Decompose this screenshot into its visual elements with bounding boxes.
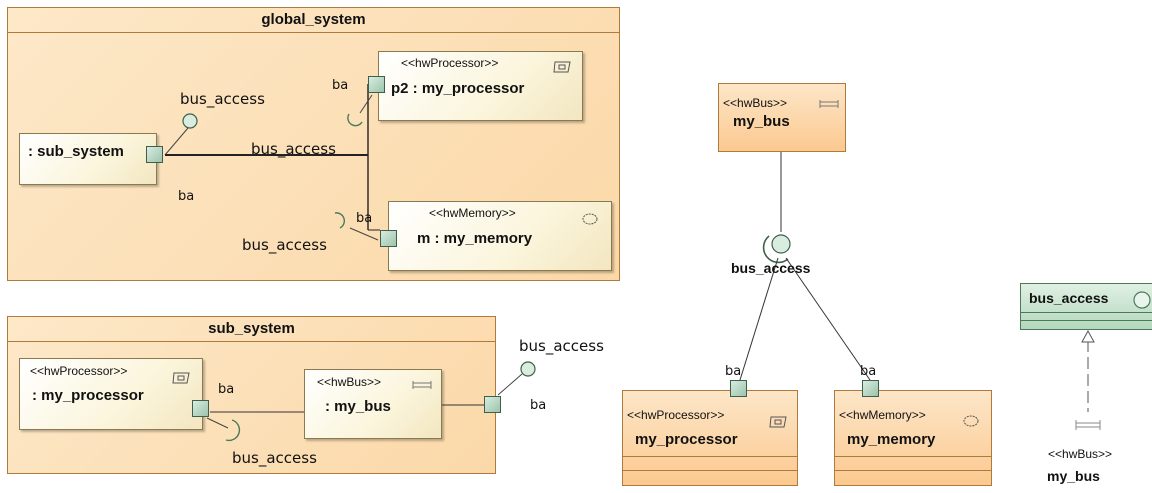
interface-name: bus_access	[1029, 290, 1109, 306]
memory-icon	[582, 213, 598, 225]
port-sub-processor-ba[interactable]	[192, 400, 209, 417]
label-bus-access: bus_access	[519, 337, 604, 355]
processor-part-name: p2 : my_processor	[391, 80, 525, 97]
compartment-divider	[623, 456, 797, 457]
port-sub-system-outer-ba[interactable]	[484, 396, 501, 413]
compartment-divider	[1021, 312, 1152, 313]
label-bus-access: bus_access	[232, 449, 317, 467]
processor-class-name: my_processor	[635, 431, 738, 448]
label-bus-access: bus_access	[180, 90, 265, 108]
realization-bus-stereotype: <<hwBus>>	[1048, 447, 1113, 461]
label-bus-access: bus_access	[242, 236, 327, 254]
memory-class-stereotype: <<hwMemory>>	[839, 408, 926, 422]
sub-system-part-name: : sub_system	[28, 143, 124, 160]
interface-label: bus_access	[731, 260, 811, 276]
label-ba: ba	[218, 382, 235, 397]
processor-icon	[172, 372, 190, 384]
label-ba: ba	[332, 78, 349, 93]
processor-icon	[769, 416, 787, 428]
port-memory-ba[interactable]	[380, 230, 397, 247]
processor-class[interactable]: <<hwProcessor>> my_processor	[622, 390, 798, 486]
bus-class-stereotype: <<hwBus>>	[723, 96, 788, 110]
bus-icon	[1075, 420, 1101, 430]
processor-icon	[553, 61, 571, 73]
sub-processor-name: : my_processor	[32, 387, 144, 404]
memory-stereotype: <<hwMemory>>	[429, 206, 516, 220]
sub-bus-stereotype: <<hwBus>>	[317, 375, 382, 389]
port-processor-class-ba[interactable]	[730, 380, 747, 397]
label-bus-access-connector: bus_access	[251, 140, 336, 158]
bus-class-name: my_bus	[733, 113, 790, 130]
memory-part-name: m : my_memory	[417, 230, 533, 247]
sub-system-title: sub_system	[8, 317, 495, 342]
label-ba: ba	[530, 398, 547, 413]
realization-bus-name: my_bus	[1047, 468, 1100, 484]
sub-processor-stereotype: <<hwProcessor>>	[30, 364, 128, 378]
port-p2-ba[interactable]	[368, 76, 385, 93]
sub-bus-part[interactable]: <<hwBus>> : my_bus	[304, 369, 442, 439]
processor-stereotype: <<hwProcessor>>	[401, 56, 499, 70]
global-system-title: global_system	[8, 8, 619, 33]
port-memory-class-ba[interactable]	[862, 380, 879, 397]
port-sub-system-ba[interactable]	[146, 146, 163, 163]
label-ba: ba	[356, 211, 373, 226]
bus-icon	[412, 381, 432, 389]
compartment-divider	[835, 456, 991, 457]
label-ba: ba	[860, 364, 877, 379]
compartment-divider	[1021, 320, 1152, 321]
memory-icon	[963, 415, 979, 427]
compartment-divider	[623, 470, 797, 471]
bus-access-interface[interactable]: bus_access	[1020, 283, 1152, 330]
memory-part[interactable]: <<hwMemory>> m : my_memory	[388, 201, 612, 271]
provided-interface-icon	[1133, 291, 1151, 309]
sub-processor-part[interactable]: <<hwProcessor>> : my_processor	[19, 358, 203, 430]
memory-class[interactable]: <<hwMemory>> my_memory	[834, 390, 992, 486]
label-ba: ba	[178, 189, 195, 204]
sub-bus-name: : my_bus	[325, 398, 391, 415]
memory-class-name: my_memory	[847, 431, 936, 448]
processor-class-stereotype: <<hwProcessor>>	[627, 408, 725, 422]
label-ba: ba	[725, 364, 742, 379]
compartment-divider	[835, 470, 991, 471]
processor-part[interactable]: <<hwProcessor>> p2 : my_processor	[378, 51, 583, 121]
bus-icon	[819, 100, 839, 108]
bus-class[interactable]: <<hwBus>> my_bus	[718, 83, 846, 152]
